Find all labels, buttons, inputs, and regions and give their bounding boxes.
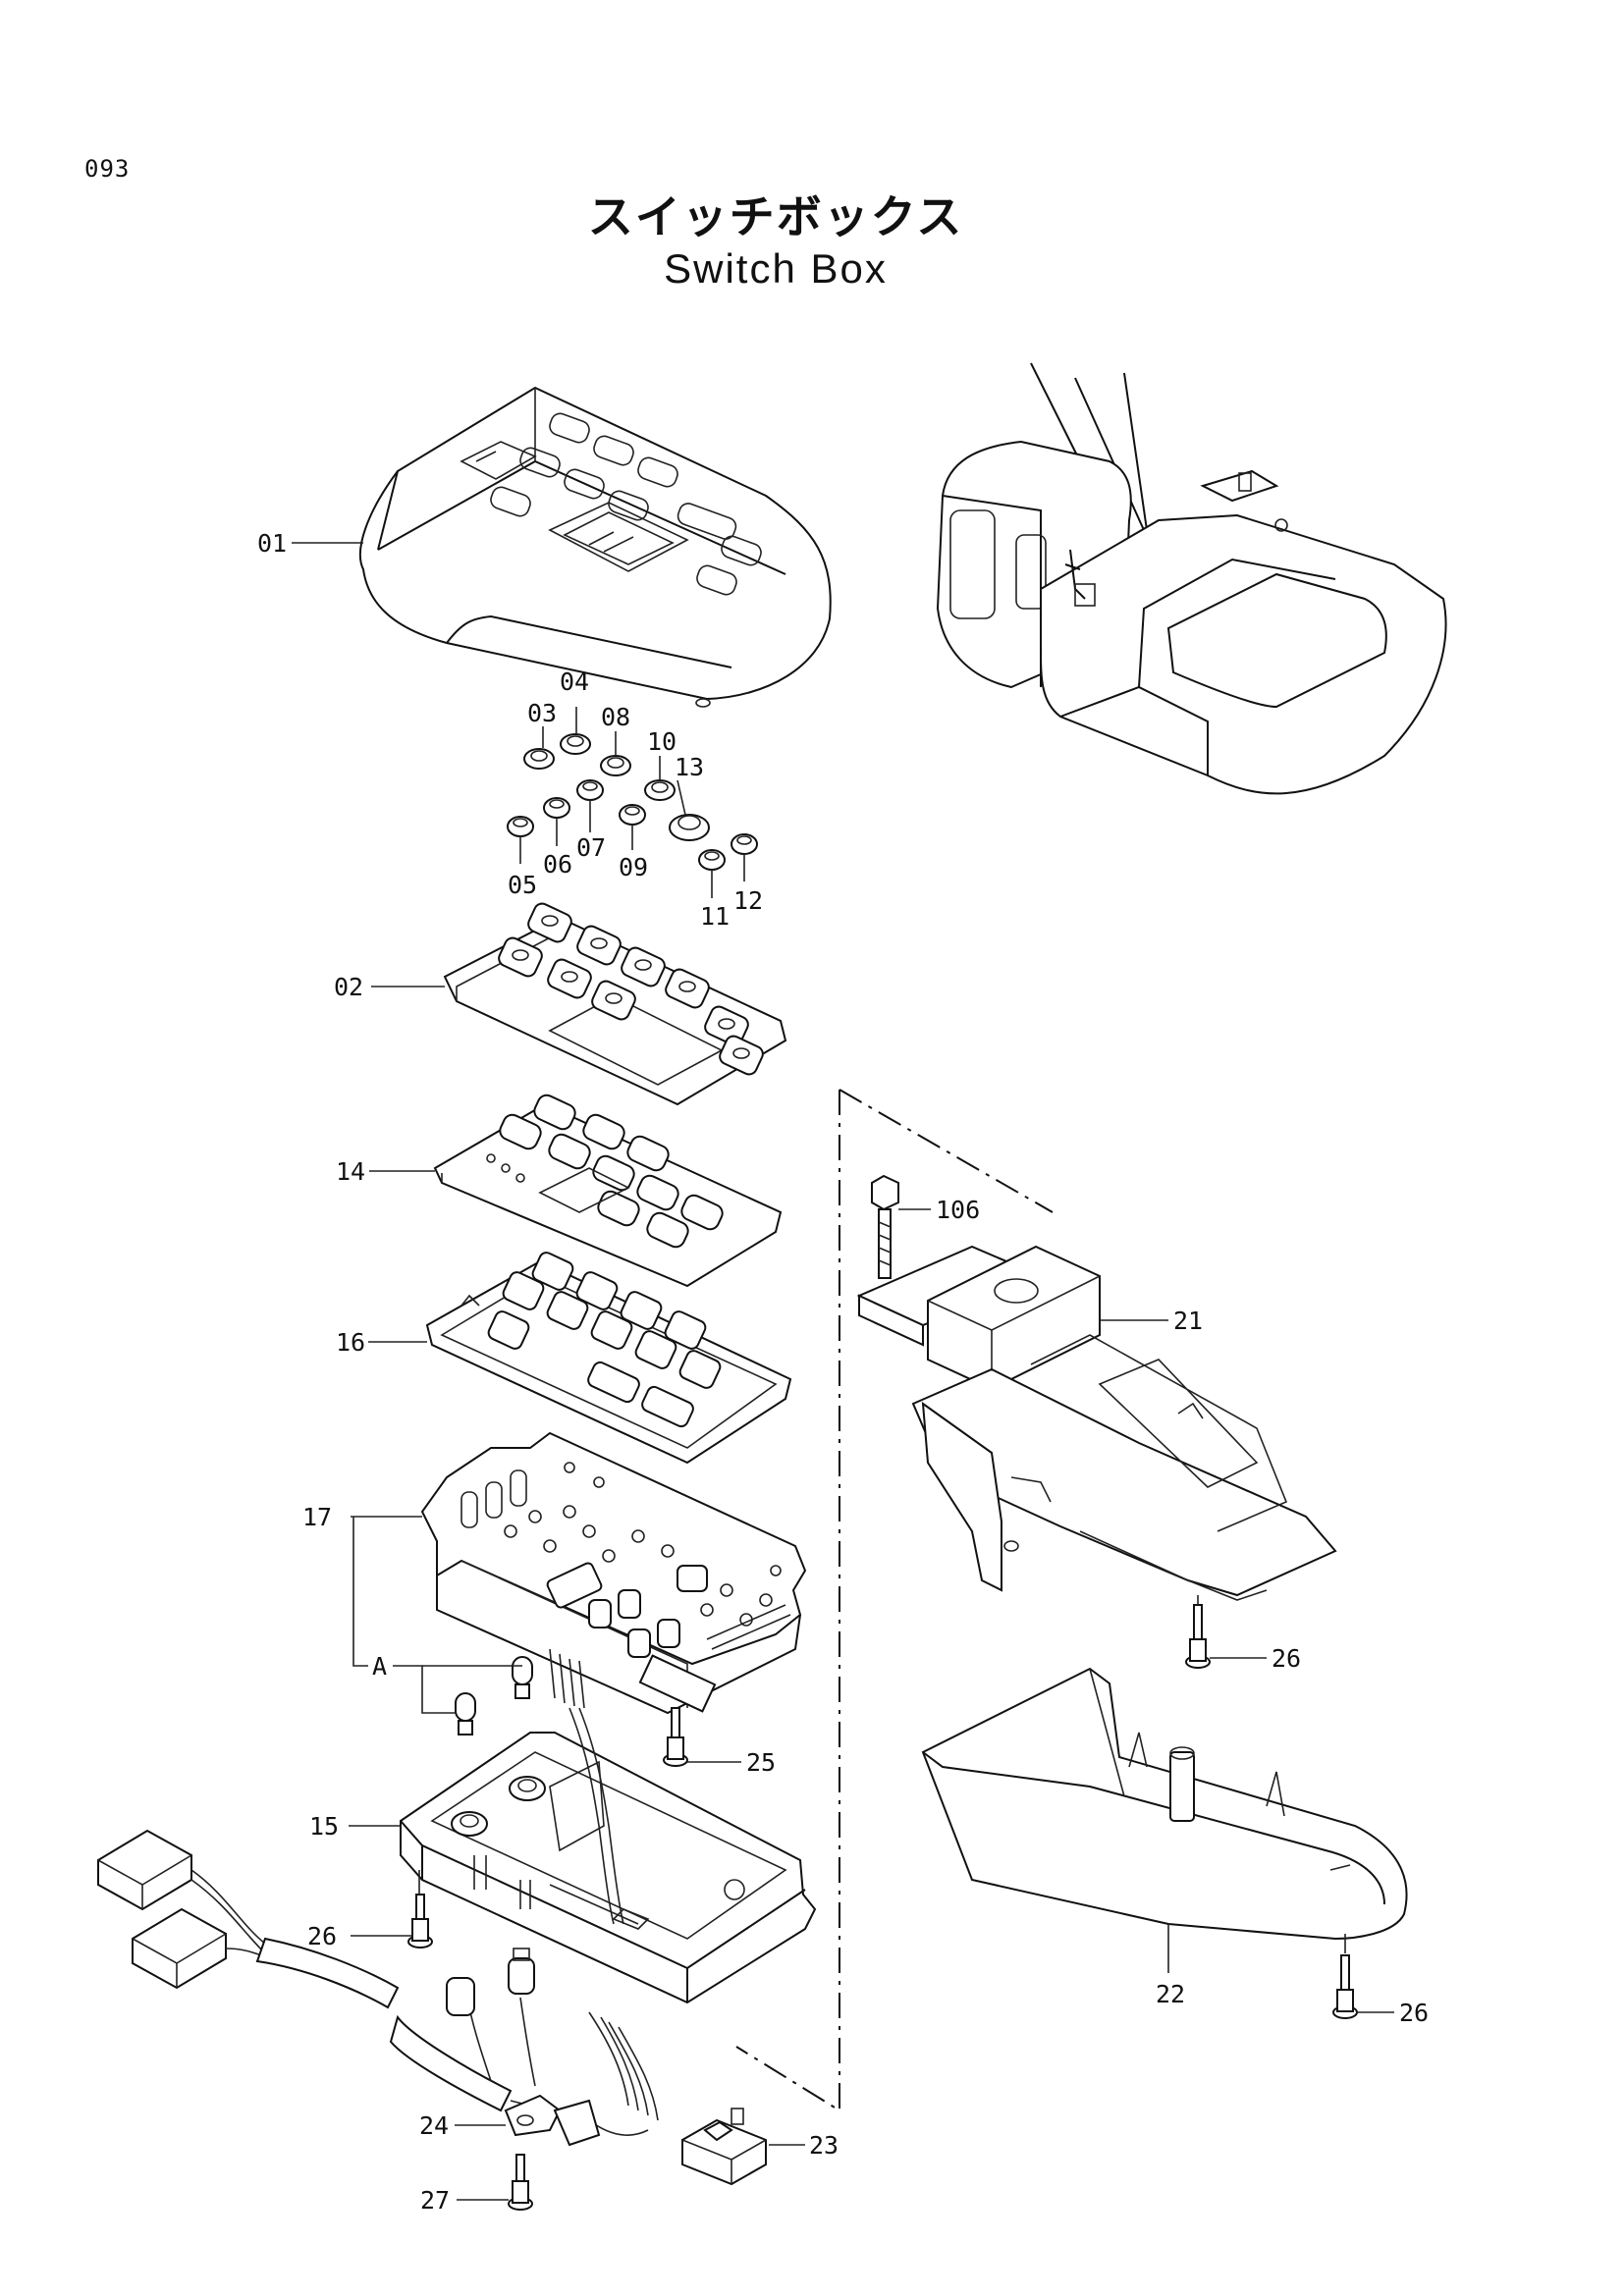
leader-lines: [292, 542, 1394, 2201]
cap-04: [560, 733, 591, 755]
label-26-right-lower: 26: [1399, 1999, 1429, 2027]
label-02: 02: [334, 973, 363, 1001]
assembly-boundary-line: [735, 1089, 1054, 2112]
screw-25: [663, 1707, 688, 1767]
label-27: 27: [420, 2186, 450, 2215]
bolt-106: [871, 1174, 899, 1317]
cap-05: [507, 816, 534, 837]
screws: [407, 1174, 1358, 2211]
label-A: A: [372, 1652, 387, 1681]
screw-26-right-upper: [1185, 1604, 1211, 1669]
cap-08: [600, 755, 631, 776]
part-14-rubber-mat: [433, 1094, 783, 1288]
page-number: 093: [84, 155, 131, 183]
cap-07: [576, 779, 604, 801]
label-23: 23: [809, 2131, 839, 2160]
title-english: Switch Box: [664, 245, 888, 292]
wire-harness: [97, 1829, 659, 2147]
cap-12: [731, 833, 758, 855]
label-12: 12: [733, 886, 763, 915]
part-22-side-cover: [921, 1667, 1408, 1941]
part-01-cover: [358, 386, 832, 708]
label-10: 10: [647, 727, 677, 756]
cap-11: [698, 849, 726, 871]
label-07: 07: [576, 833, 606, 862]
label-04: 04: [560, 667, 589, 696]
label-25: 25: [746, 1748, 776, 1777]
excavator-location-inset: [936, 362, 1447, 795]
label-05: 05: [508, 871, 537, 899]
label-06: 06: [543, 850, 572, 879]
label-01: 01: [257, 529, 287, 558]
label-09: 09: [619, 853, 648, 881]
label-13: 13: [675, 753, 704, 781]
part-17-circuit-board: [420, 1431, 807, 1715]
cap-09: [619, 804, 646, 826]
cap-10: [644, 779, 676, 801]
cap-06: [543, 797, 570, 819]
screw-26-left: [407, 1894, 433, 1949]
part-16-key-rubber: [425, 1252, 792, 1465]
part-labels: 01 02 03 04 05 06 07 08 09 10 11 12 13 1…: [257, 529, 1429, 2215]
label-08: 08: [601, 703, 630, 731]
label-106: 106: [936, 1196, 980, 1224]
label-03: 03: [527, 699, 557, 727]
part-21-bracket: [856, 1245, 1337, 1601]
label-24: 24: [419, 2111, 449, 2140]
cap-13: [669, 814, 710, 841]
bulbs-A: [455, 1656, 533, 1735]
label-26-right-upper: 26: [1272, 1644, 1301, 1673]
label-21: 21: [1173, 1307, 1203, 1335]
label-22: 22: [1156, 1980, 1185, 2008]
label-16: 16: [336, 1328, 365, 1357]
label-14: 14: [336, 1157, 365, 1186]
label-11: 11: [700, 902, 730, 931]
label-17: 17: [302, 1503, 332, 1531]
label-15: 15: [309, 1812, 339, 1841]
screw-27: [508, 2154, 533, 2211]
part-15-lower-case: [400, 1707, 817, 2004]
screw-26-right-lower: [1332, 1954, 1358, 2019]
label-26-left: 26: [307, 1922, 337, 1950]
part-02-panel: [443, 902, 787, 1106]
part-23-cap: [681, 2108, 767, 2186]
cap-03: [523, 748, 555, 770]
title-japanese: スイッチボックス: [587, 190, 964, 243]
switch-caps: [507, 733, 758, 871]
